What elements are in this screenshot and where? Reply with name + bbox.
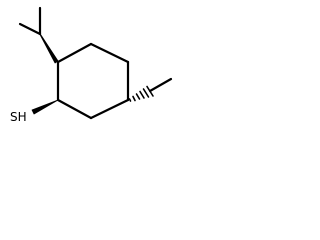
methyl-bond — [148, 77, 173, 93]
ring-bond-c1-c2 — [56, 42, 93, 64]
thiol-label: SH — [10, 110, 27, 124]
isopropyl-wedge-bond — [39, 33, 59, 64]
molecule-structure: SH — [10, 6, 173, 124]
isopropyl-bond-left — [18, 22, 42, 36]
ring-bond-c2-c3 — [89, 42, 130, 64]
ring-bond-c4-c5 — [89, 98, 130, 120]
methyl-hash-bond — [128, 85, 154, 102]
thiol-wedge-bond — [31, 99, 59, 115]
ring-bond-c5-c6 — [56, 98, 93, 120]
